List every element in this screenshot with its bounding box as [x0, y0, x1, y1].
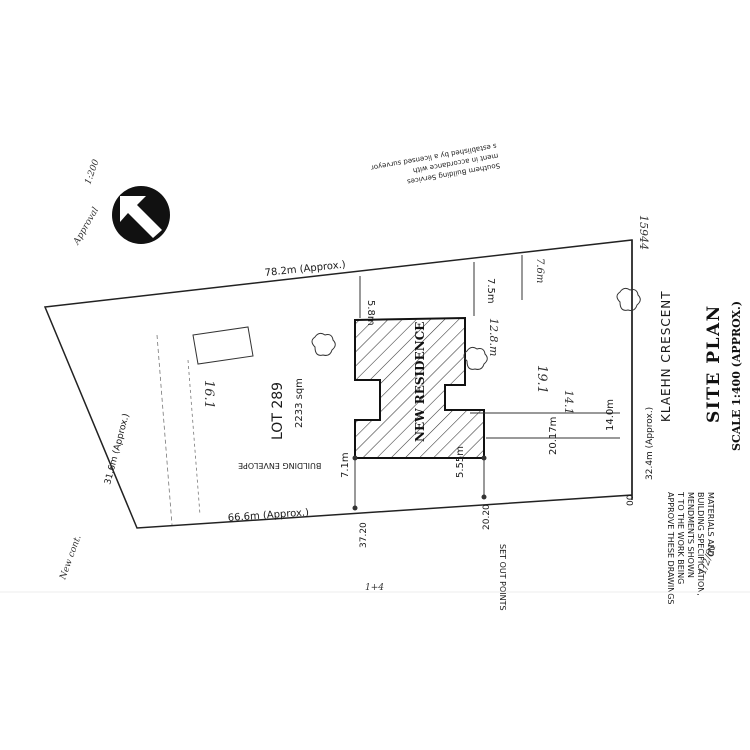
- side-setback-left-label: 7.1m: [340, 452, 351, 478]
- approval-line: T TO THE WORK BEING: [676, 491, 685, 584]
- approval-block: APPROVE THESE DRAWINGS T TO THE WORK BEI…: [666, 491, 715, 605]
- plan-title: SITE PLAN: [704, 304, 724, 423]
- front-setback-label: 5.8m: [365, 300, 376, 326]
- front-setback-2-label: 7.5m: [485, 278, 496, 304]
- chainage-37-label: 37.20: [359, 522, 369, 548]
- envelope-line-left: [156, 334, 173, 526]
- handwritten-distance: 16.1: [201, 380, 216, 409]
- depth-20-label: 20.17m: [548, 417, 559, 455]
- shed-outline: [192, 326, 254, 365]
- handwritten-distance: 14.1: [562, 390, 575, 415]
- handwritten-note: New cont.: [58, 534, 84, 582]
- envelope-line-inner: [187, 359, 201, 516]
- bottom-boundary-label: 66.6m (Approx.): [227, 507, 309, 524]
- depth-14-label: 14.0m: [605, 399, 616, 431]
- dimension-ticks: [352, 455, 487, 511]
- handwritten-note: Approval: [71, 206, 101, 248]
- top-boundary-label: 78.2m (Approx.): [264, 260, 346, 279]
- dimension-lines: [354, 255, 620, 508]
- plan-scale: SCALE 1:400 (APPROX.): [730, 301, 743, 451]
- handwritten-note: 1+4: [365, 583, 384, 593]
- approval-line: MATERIALS AND: [706, 492, 715, 557]
- tree-icon: [463, 346, 488, 370]
- approval-line: MENDMENTS SHOWN: [686, 492, 695, 578]
- building-envelope-label: BUILDING ENVELOPE: [238, 461, 321, 470]
- set-out-points-label: SET OUT POINTS: [498, 544, 507, 611]
- chainage-00-label: 00: [626, 494, 636, 506]
- side-setback-right-label: 5.55m: [455, 446, 466, 478]
- street-name: KLAEHN CRESCENT: [659, 290, 673, 422]
- paper-top: [0, 0, 750, 150]
- handwritten-approved: 12.8.m: [487, 318, 500, 356]
- right-boundary-label: 32.4m (Approx.): [645, 407, 655, 480]
- left-boundary-label: 31.6m (Approx.): [103, 412, 132, 485]
- chainage-20-label: 20.20: [482, 504, 492, 530]
- lot-area: 2233 sqm: [294, 378, 305, 428]
- handwritten-distance: 7.6m: [534, 258, 545, 283]
- tree-icon: [311, 332, 336, 356]
- lot-number: LOT 289: [270, 382, 286, 440]
- residence-label: NEW RESIDENCE: [413, 322, 427, 442]
- approval-line: BUILDING SPECIFICATION,: [696, 492, 705, 596]
- handwritten-distance: 19.1: [534, 365, 549, 394]
- north-arrow-icon: [112, 186, 170, 244]
- approval-line: APPROVE THESE DRAWINGS: [666, 492, 675, 605]
- tree-icon: [616, 287, 641, 311]
- handwritten-note: 1:200: [83, 158, 101, 186]
- handwritten-reference: 15944: [637, 215, 650, 250]
